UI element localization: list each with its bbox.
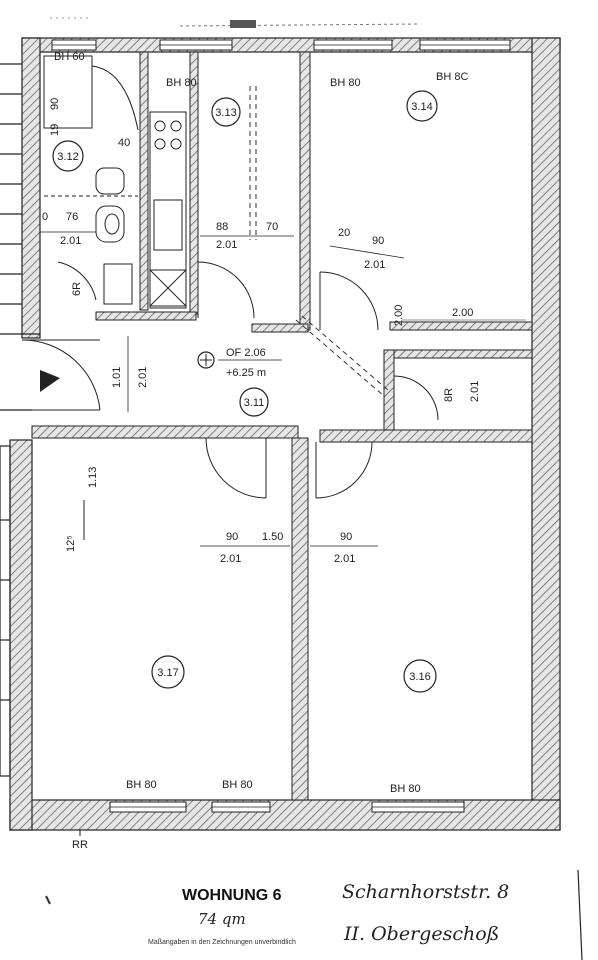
dim-label: 2.01 (334, 553, 355, 565)
dimension-labels: 90 19 40 0 76 2.01 88 2.01 70 20 90 2.01… (40, 98, 526, 565)
room-number: 3.11 (244, 397, 265, 409)
window-label: BH 80 (126, 779, 157, 791)
dim-label: 8R (443, 388, 455, 402)
stair-treads (0, 63, 40, 777)
scan-artifacts (50, 17, 421, 28)
bathroom-fixtures (43, 55, 139, 305)
level-height: +6.25 m (226, 367, 266, 379)
dim-label: 90 (340, 531, 352, 543)
dim-label: 40 (118, 137, 130, 149)
area-handwritten: 74 qm (198, 910, 246, 928)
interior-walls (31, 51, 533, 801)
dim-label: 0 (42, 211, 48, 223)
disclaimer-note: Maßangaben in den Zeichnungen unverbindl… (148, 939, 296, 946)
street-handwritten: Scharnhorststr. 8 (342, 881, 509, 903)
bottom-marker: RR (72, 830, 88, 851)
room-number: 3.13 (215, 107, 236, 119)
dim-label: 70 (266, 221, 278, 233)
room-3-12: 3.12 (52, 140, 84, 172)
apartment-title: WOHNUNG 6 (182, 887, 282, 904)
bottom-mark-label: RR (72, 839, 88, 851)
dim-label: 12⁵ (65, 535, 77, 552)
dim-label: 2.01 (220, 553, 241, 565)
room-3-13: 3.13 (211, 97, 241, 127)
dashed-lines (249, 86, 389, 397)
dim-label: 20 (338, 227, 350, 239)
dim-label: 90 (226, 531, 238, 543)
room-number: 3.12 (57, 151, 78, 163)
interior-doors (197, 261, 439, 499)
window-label: BH 8C (436, 71, 468, 83)
windows-top (51, 39, 511, 51)
window-labels: BH 60 BH 80 BH 80 BH 8C BH 80 BH 80 BH 8… (54, 51, 468, 795)
window-label: BH 80 (222, 779, 253, 791)
arrow-icon (40, 370, 60, 392)
window-label: BH 80 (166, 77, 197, 89)
room-3-17: 3.17 (151, 655, 185, 689)
kitchen-counter (149, 111, 187, 309)
title-block: WOHNUNG 6 74 qm Scharnhorststr. 8 II. Ob… (45, 869, 583, 960)
level-value: OF 2.06 (226, 347, 266, 359)
dim-label: 2.00 (393, 305, 405, 326)
dim-label: 88 (216, 221, 228, 233)
room-3-14: 3.14 (406, 90, 438, 122)
dim-label: 2.01 (137, 367, 149, 388)
floor-handwritten: II. Obergeschoß (343, 923, 499, 945)
dim-label: 2.01 (364, 259, 385, 271)
dim-label: 1.13 (87, 467, 99, 488)
room-3-11: 3.11 (239, 387, 269, 417)
dim-label: 1.01 (111, 367, 123, 388)
dim-label: 90 (372, 235, 384, 247)
level-marker: OF 2.06 +6.25 m (197, 347, 282, 379)
dim-label: 6R (71, 282, 83, 296)
window-label: BH 80 (330, 77, 361, 89)
room-3-16: 3.16 (403, 659, 437, 693)
entrance-door (21, 339, 101, 411)
room-labels: 3.12 3.13 3.14 3.11 3.17 3.16 (52, 90, 438, 693)
exterior-walls (9, 37, 561, 831)
dim-label: 19 (49, 124, 61, 136)
windows-bottom (109, 801, 465, 813)
window-label: BH 60 (54, 51, 85, 63)
dim-label: 2.01 (216, 239, 237, 251)
dim-label: 2.01 (469, 381, 481, 402)
window-label: BH 80 (390, 783, 421, 795)
dim-label: 1.50 (262, 531, 283, 543)
room-number: 3.14 (411, 101, 432, 113)
dim-label: 76 (66, 211, 78, 223)
room-number: 3.16 (409, 671, 430, 683)
room-number: 3.17 (157, 667, 178, 679)
dim-label: 90 (49, 98, 61, 110)
dim-label: 2.00 (452, 307, 473, 319)
dim-label: 2.01 (60, 235, 81, 247)
